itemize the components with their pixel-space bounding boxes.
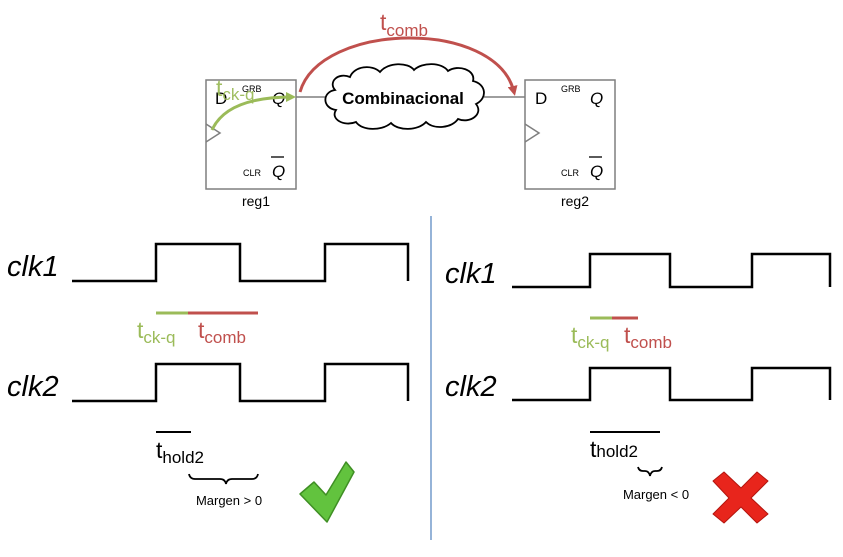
tcomb-top-label: tcomb bbox=[380, 9, 428, 40]
left-margin-label: Margen > 0 bbox=[196, 493, 262, 508]
left-panel: clk1 tck-q tcomb clk2 thold2 Margen > 0 bbox=[7, 242, 410, 523]
left-tcomb-label: tcomb bbox=[198, 317, 246, 347]
reg2-clr-label: CLR bbox=[561, 168, 580, 178]
reg2-q-pin: Q bbox=[590, 89, 603, 108]
reg2-d-pin: D bbox=[535, 89, 547, 108]
register-reg2: D GRB Q CLR Q reg2 bbox=[524, 79, 616, 209]
reg2-clock-triangle bbox=[524, 123, 541, 143]
reg1-clock-triangle bbox=[205, 123, 222, 143]
tcomb-propagation-arrow bbox=[298, 36, 518, 96]
cloud-shape bbox=[324, 63, 485, 130]
left-thold-label: thold2 bbox=[156, 437, 204, 467]
left-clk2-waveform bbox=[72, 362, 410, 403]
combinational-cloud: Combinacional bbox=[324, 63, 485, 130]
cross-icon bbox=[712, 471, 769, 524]
reg2-grb-label: GRB bbox=[561, 84, 581, 94]
right-thold-label: thold2 bbox=[590, 436, 638, 462]
reg2-box bbox=[524, 79, 616, 190]
right-clk2-waveform bbox=[512, 366, 832, 402]
reg1-d-pin: D bbox=[215, 89, 227, 108]
left-tckq-label: tck-q bbox=[137, 317, 176, 347]
right-clk1-label: clk1 bbox=[445, 258, 497, 290]
reg2-qbar-pin: Q bbox=[590, 162, 603, 181]
right-margin-brace bbox=[637, 466, 663, 477]
right-margin-label: Margen < 0 bbox=[623, 487, 689, 502]
left-clk1-waveform bbox=[72, 242, 410, 283]
tckq-propagation-arrow bbox=[210, 92, 296, 131]
reg2-name: reg2 bbox=[561, 193, 589, 209]
left-margin-brace bbox=[188, 473, 259, 485]
schematic: D GRB Q CLR Q reg1 tck-q Combinacional t… bbox=[205, 9, 616, 209]
reg1-qbar-pin: Q bbox=[272, 162, 285, 181]
reg1-name: reg1 bbox=[242, 193, 270, 209]
checkmark-icon bbox=[299, 461, 355, 523]
right-panel: clk1 tck-q tcomb clk2 thold2 Margen < 0 bbox=[445, 252, 832, 524]
right-tcomb-label: tcomb bbox=[624, 322, 672, 352]
right-tckq-label: tck-q bbox=[571, 322, 610, 352]
cloud-label: Combinacional bbox=[342, 89, 464, 108]
reg1-grb-label: GRB bbox=[242, 84, 262, 94]
reg1-clr-label: CLR bbox=[243, 168, 262, 178]
left-clk2-label: clk2 bbox=[7, 371, 59, 403]
right-clk2-label: clk2 bbox=[445, 371, 497, 403]
left-clk1-label: clk1 bbox=[7, 251, 59, 283]
tckq-top-label: tck-q bbox=[216, 75, 255, 104]
right-clk1-waveform bbox=[512, 252, 832, 289]
